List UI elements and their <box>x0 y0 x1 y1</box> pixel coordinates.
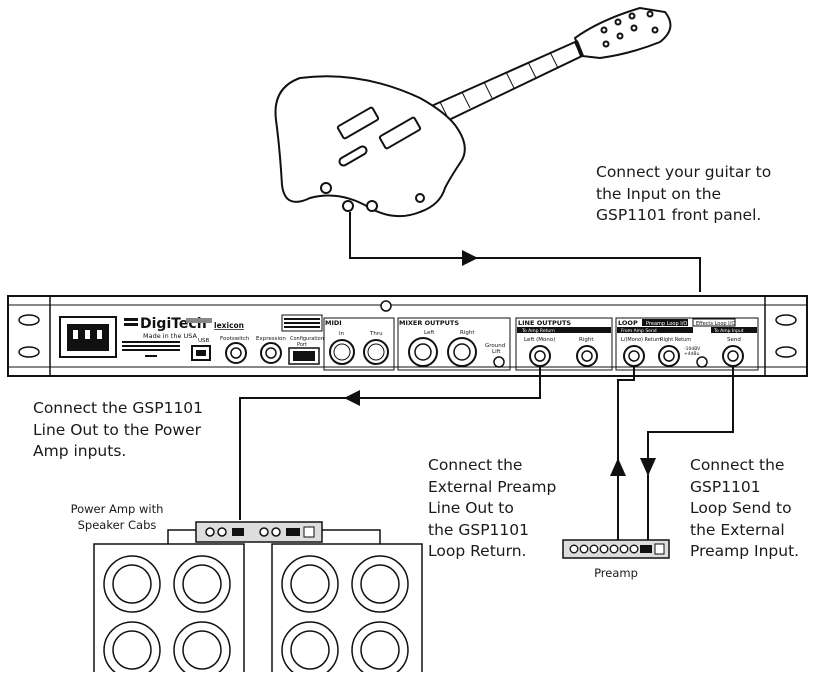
send-label: Send <box>727 337 741 343</box>
footswitch-label: Footswitch <box>220 336 250 342</box>
line-out-cable-arrow <box>344 390 360 406</box>
loop-send-cable <box>647 366 734 540</box>
usb-label: USB <box>198 338 210 344</box>
loop-label: LOOP <box>618 319 638 327</box>
line-out-cable <box>239 366 541 520</box>
level-switch-label: -10dBV+4dBu <box>684 346 701 357</box>
power-amp-connection-caption: Connect the GSP1101 Line Out to the Powe… <box>33 399 204 460</box>
l-mono-return-label: L/(Mono) Return <box>621 337 661 343</box>
midi-thru-label: Thru <box>369 331 383 337</box>
lexicon-logo: lexicon <box>214 321 244 330</box>
to-amp-input-label: To Amp Input <box>713 328 744 334</box>
preamp-return-cable <box>617 366 635 540</box>
config-port-label-1: Configuration <box>290 336 324 342</box>
effects-loop-io-label: Effects Loop I/O <box>696 321 735 327</box>
expression-label: Expression <box>256 336 286 342</box>
loop-send-caption: Connect the GSP1101 Loop Send to the Ext… <box>690 456 800 560</box>
speaker-cabinet-left <box>93 543 245 676</box>
right-return-label: Right Return <box>660 337 691 343</box>
preamp-return-arrow <box>610 458 626 476</box>
guitar-cable-arrow <box>462 250 478 266</box>
line-right-label: Right <box>579 337 594 343</box>
preamp-label: Preamp <box>594 566 638 580</box>
preamp-loop-io-label: Preamp Loop I/O <box>646 321 687 327</box>
made-in-usa: Made in the USA <box>143 332 198 340</box>
line-outputs-label: LINE OUTPUTS <box>518 319 571 327</box>
loop-send-arrow <box>640 458 656 476</box>
left-mono-label: Left (Mono) <box>524 337 555 343</box>
guitar-connection-caption: Connect your guitar to the Input on the … <box>596 163 772 224</box>
from-amp-send-label: From Amp Send <box>621 328 657 334</box>
ground-lift-switch <box>493 356 505 368</box>
to-amp-return-label: To Amp Return <box>521 328 555 334</box>
guitar-cable <box>349 212 701 292</box>
preamp-return-caption: Connect the External Preamp Line Out to … <box>428 456 557 560</box>
external-preamp <box>562 539 670 559</box>
guitar <box>274 6 672 218</box>
mixer-right-label: Right <box>460 330 475 336</box>
power-amp-label: Power Amp with Speaker Cabs <box>70 502 164 532</box>
mixer-outputs-label: MIXER OUTPUTS <box>399 319 459 327</box>
level-switch <box>696 356 708 368</box>
mixer-left-label: Left <box>424 330 435 336</box>
midi-label: MIDI <box>325 319 342 327</box>
speaker-cabinet-right <box>271 543 423 676</box>
midi-in-label: In <box>339 331 345 337</box>
power-amp <box>167 521 381 544</box>
gsp1101-rack-unit: DigiTech Made in the USA lexicon USB Foo… <box>7 295 808 377</box>
